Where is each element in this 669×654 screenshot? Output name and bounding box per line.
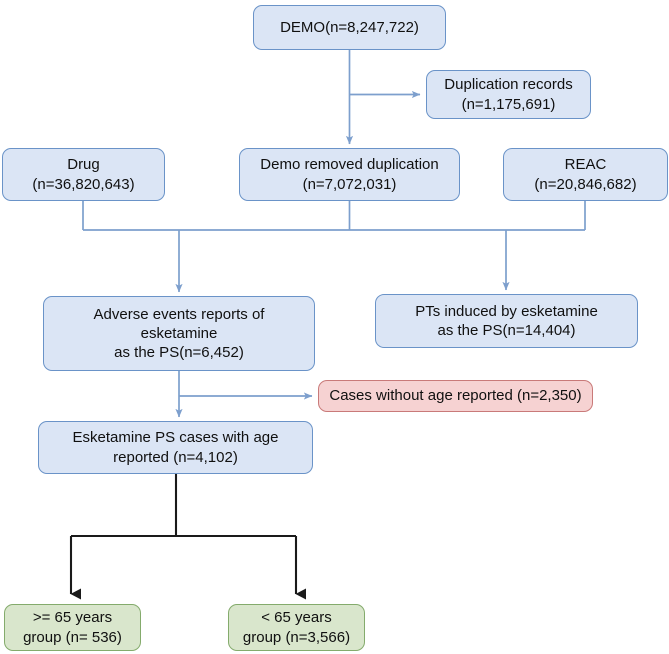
node-group-ge-65[interactable]: >= 65 years group (n= 536)	[4, 604, 141, 651]
node-group-lt-65[interactable]: < 65 years group (n=3,566)	[228, 604, 365, 651]
node-cases-without-age[interactable]: Cases without age reported (n=2,350)	[318, 380, 593, 412]
node-reac[interactable]: REAC (n=20,846,682)	[503, 148, 668, 201]
node-duplication-records[interactable]: Duplication records (n=1,175,691)	[426, 70, 591, 119]
node-pts-induced[interactable]: PTs induced by esketamine as the PS(n=14…	[375, 294, 638, 348]
node-cases-with-age[interactable]: Esketamine PS cases with age reported (n…	[38, 421, 313, 474]
node-drug[interactable]: Drug (n=36,820,643)	[2, 148, 165, 201]
node-adverse-events-reports[interactable]: Adverse events reports of esketamine as …	[43, 296, 315, 371]
node-demo[interactable]: DEMO(n=8,247,722)	[253, 5, 446, 50]
node-demo-removed-duplication[interactable]: Demo removed duplication (n=7,072,031)	[239, 148, 460, 201]
